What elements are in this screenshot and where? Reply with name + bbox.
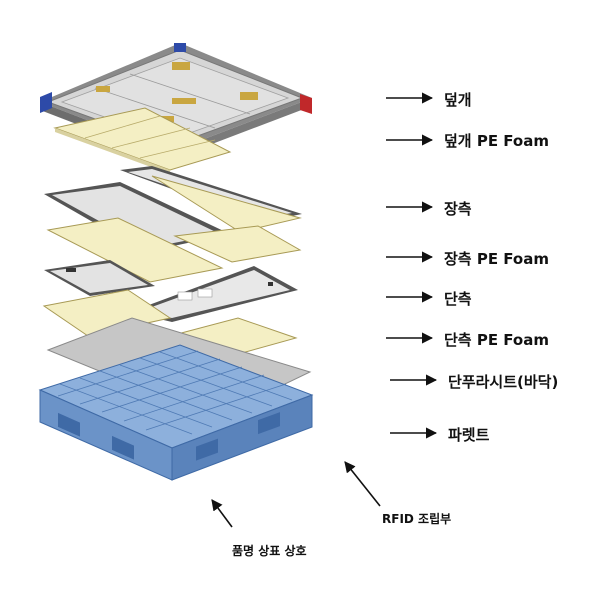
- corner-cap-red: [300, 94, 312, 114]
- latch-icon: [96, 86, 110, 92]
- handle-icon: [172, 98, 196, 104]
- callout-rfid: RFID 조립부: [382, 512, 452, 526]
- label-bottom-sheet: 단푸라시트(바닥): [448, 373, 559, 391]
- latch-icon: [240, 92, 258, 100]
- lid-foam-layer: [53, 107, 232, 174]
- long-side-foam-layer: [46, 217, 302, 283]
- callout-product-logo: 품명 상표 상호: [232, 544, 307, 558]
- label-arrows: [211, 92, 438, 528]
- label-short-side: 단측: [444, 290, 472, 308]
- corner-cap-blue: [40, 92, 52, 113]
- short-side-layer: [44, 260, 298, 322]
- pallet-layer: [38, 344, 314, 481]
- label-long-side: 장측: [444, 200, 472, 218]
- latch-icon: [172, 62, 190, 70]
- label-long-side-foam: 장측 PE Foam: [444, 250, 549, 268]
- label-lid-foam: 덮개 PE Foam: [444, 132, 549, 150]
- corner-cap-blue: [174, 43, 186, 52]
- label-pallet: 파렛트: [448, 426, 490, 444]
- label-short-side-foam: 단측 PE Foam: [444, 331, 549, 349]
- label-lid: 덮개: [444, 91, 472, 109]
